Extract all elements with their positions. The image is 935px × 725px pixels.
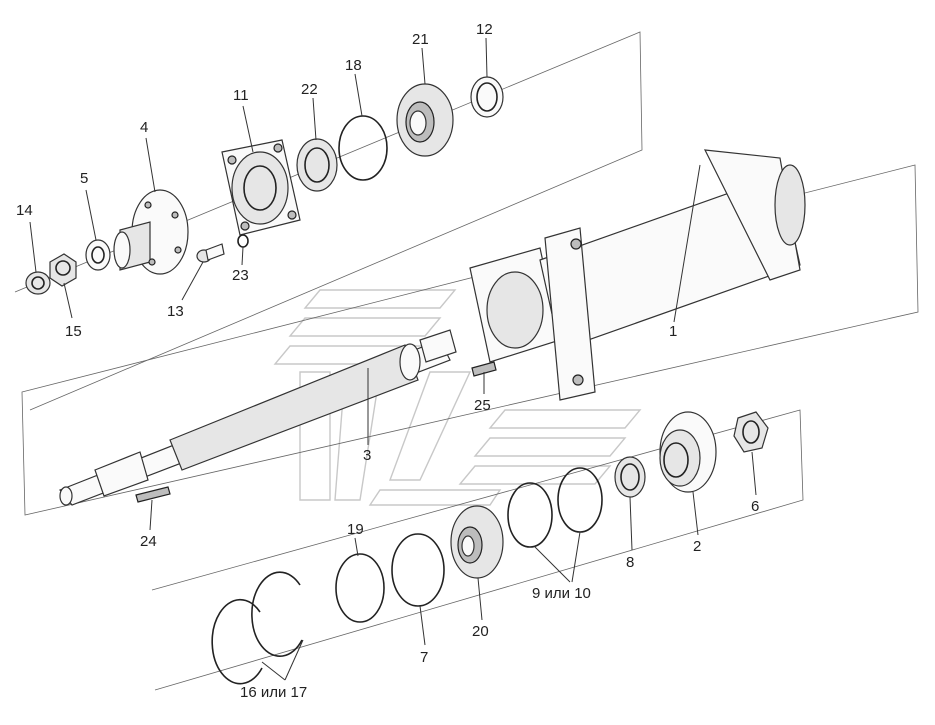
part-7-ring [391, 533, 445, 607]
label-part-21: 21 [412, 31, 429, 48]
label-part-23: 23 [232, 267, 249, 284]
label-part-24: 24 [140, 533, 157, 550]
label-part-25: 25 [474, 397, 491, 414]
label-part-13: 13 [167, 303, 184, 320]
part-9-10-ring-a [507, 482, 553, 548]
part-11-bearing-housing [221, 139, 301, 236]
part-6-nut [733, 411, 769, 453]
part-9-10-ring-b [557, 467, 603, 533]
part-18-ring [338, 115, 388, 181]
frame-bottom-group [151, 409, 804, 691]
leader-lines [29, 37, 757, 681]
label-part-1: 1 [669, 323, 677, 340]
label-part-7: 7 [420, 649, 428, 666]
label-part-6: 6 [751, 498, 759, 515]
label-part-16-or-17: 16 или 17 [240, 684, 307, 701]
part-8-seal [614, 456, 646, 498]
part-12-sleeve [470, 76, 504, 118]
label-part-18: 18 [345, 57, 362, 74]
part-2-cup [659, 411, 717, 493]
part-4-flange-hub [113, 189, 189, 275]
part-19-ring [335, 553, 385, 623]
label-part-12: 12 [476, 21, 493, 38]
part-1-housing [469, 149, 806, 401]
callout-labels: 14 15 5 4 11 13 23 22 18 21 12 1 3 25 24… [16, 21, 759, 701]
part-15-nut [49, 253, 77, 287]
label-part-22: 22 [301, 81, 318, 98]
part-21-bearing [396, 83, 454, 157]
label-part-14: 14 [16, 202, 33, 219]
part-3-shaft [59, 329, 457, 506]
part-23-washer [237, 234, 249, 248]
watermark-logo [273, 289, 642, 506]
label-part-20: 20 [472, 623, 489, 640]
part-5-washer [85, 239, 111, 271]
label-part-8: 8 [626, 554, 634, 571]
part-14-nut [25, 271, 51, 295]
part-22-seal [296, 138, 338, 192]
part-24-key [135, 486, 171, 503]
label-part-9-or-10: 9 или 10 [532, 585, 591, 602]
label-part-3: 3 [363, 447, 371, 464]
label-part-4: 4 [140, 119, 148, 136]
label-part-19: 19 [347, 521, 364, 538]
part-16-17-circlip-a [211, 598, 263, 685]
label-part-5: 5 [80, 170, 88, 187]
label-part-11: 11 [233, 87, 249, 104]
part-20-bearing [450, 505, 504, 579]
frame-top-group [14, 31, 643, 411]
part-16-17-circlip-b [251, 571, 303, 658]
part-25-key [471, 361, 497, 377]
label-part-15: 15 [65, 323, 82, 340]
part-13-bolt [196, 243, 225, 263]
label-part-2: 2 [693, 538, 701, 555]
